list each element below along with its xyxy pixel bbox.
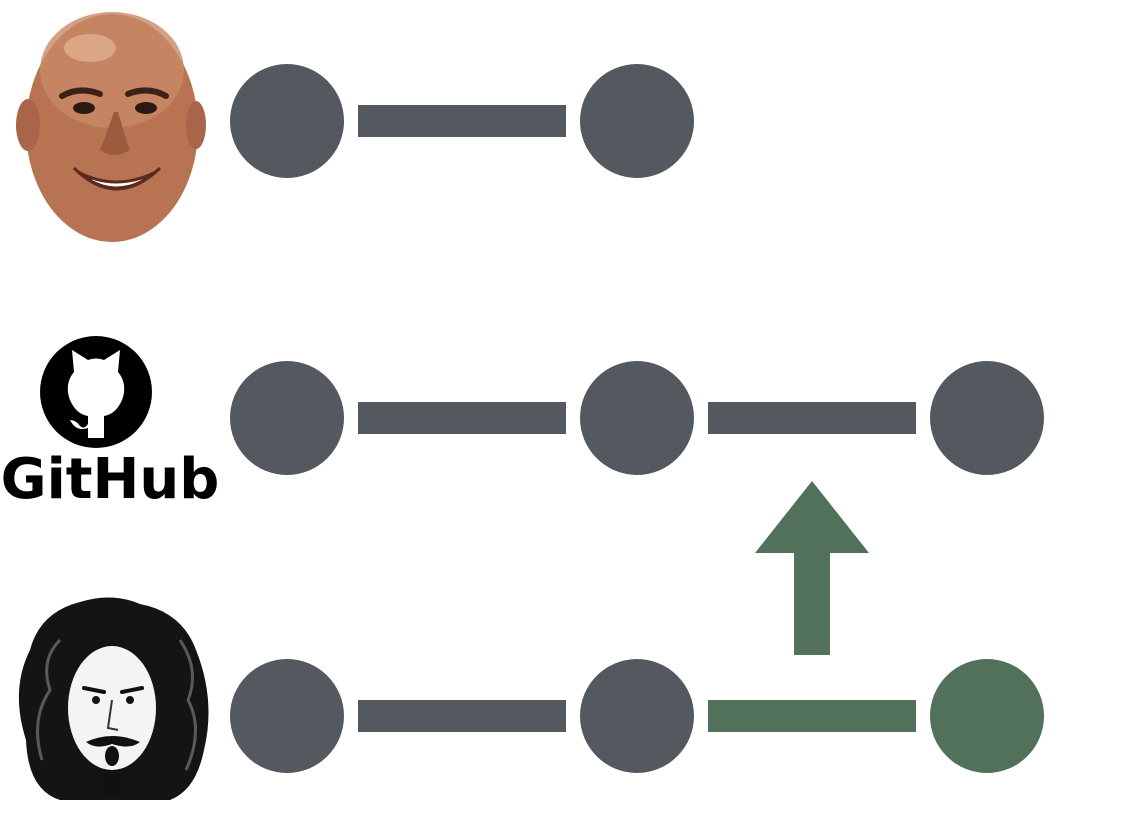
commit-node (580, 361, 694, 475)
github-logo: GitHub (1, 336, 220, 512)
commit-connector (358, 105, 566, 137)
commit-nodes (230, 64, 1044, 773)
commit-node (230, 64, 344, 178)
up-arrow-icon (755, 481, 869, 655)
commit-connector (358, 402, 566, 434)
new-commit-node (930, 659, 1044, 773)
github-logo-text: GitHub (1, 447, 220, 512)
commit-node (580, 64, 694, 178)
commit-connectors (358, 105, 916, 732)
commit-connector (708, 402, 916, 434)
curly-hair-man-sketch (18, 597, 209, 800)
commit-node (930, 361, 1044, 475)
bald-man-face-photo (16, 12, 206, 242)
commit-connector (708, 700, 916, 732)
push-arrow-layer (755, 481, 869, 655)
commit-connector (358, 700, 566, 732)
commit-node (230, 361, 344, 475)
commit-node (230, 659, 344, 773)
commit-node (580, 659, 694, 773)
